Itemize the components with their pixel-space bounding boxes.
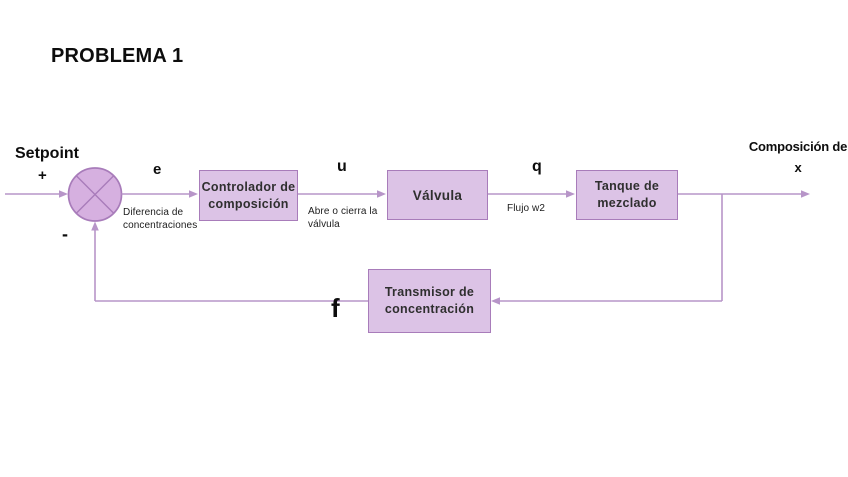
signal-f-label: f bbox=[331, 293, 340, 323]
annotation-u-line2: válvula bbox=[308, 218, 340, 230]
minus-sign: - bbox=[62, 224, 68, 244]
summing-junction-x2 bbox=[75, 175, 115, 214]
output-label-line1: Composición de bbox=[748, 139, 848, 154]
block-tanque-line2: mezclado bbox=[597, 196, 657, 210]
annotation-u-line1: Abre o cierra la bbox=[308, 206, 378, 217]
page-title: PROBLEMA 1 bbox=[51, 45, 184, 67]
block-valvula: Válvula bbox=[387, 170, 488, 220]
annotation-u-signal: Abre o cierra la válvula bbox=[308, 206, 377, 231]
arrowhead-error-signal bbox=[189, 190, 198, 198]
signal-u-label: u bbox=[337, 158, 347, 175]
block-tanque: Tanque de mezclado bbox=[576, 170, 678, 220]
arrowhead-u-signal bbox=[377, 190, 386, 198]
block-transmisor: Transmisor de concentración bbox=[368, 269, 491, 333]
block-controlador-line2: composición bbox=[208, 196, 289, 211]
arrowhead-setpoint bbox=[59, 190, 68, 198]
annotation-error-line2: concentraciones bbox=[123, 219, 198, 231]
plus-sign: + bbox=[38, 167, 47, 184]
block-controlador-line1: Controlador de bbox=[201, 179, 296, 194]
block-transmisor-line2: concentración bbox=[384, 302, 475, 316]
block-tanque-line1: Tanque de bbox=[594, 179, 660, 193]
block-transmisor-line1: Transmisor de bbox=[384, 285, 475, 299]
arrowhead-q-signal bbox=[566, 190, 575, 198]
signal-e-label: e bbox=[153, 161, 162, 178]
arrowhead-feedback-transmisor bbox=[491, 297, 500, 305]
annotation-error-signal: Diferencia de concentraciones bbox=[123, 207, 197, 232]
block-valvula-line1: Válvula bbox=[412, 187, 463, 203]
arrowhead-output bbox=[801, 190, 810, 198]
output-label-line2: x bbox=[794, 159, 802, 175]
setpoint-label: Setpoint bbox=[15, 145, 79, 162]
block-controlador: Controlador de composición bbox=[199, 170, 298, 221]
arrowhead-feedback-junction bbox=[91, 221, 99, 231]
annotation-q-signal: Flujo w2 bbox=[507, 203, 546, 214]
annotation-error-line1: Diferencia de bbox=[123, 207, 184, 218]
signal-q-label: q bbox=[532, 158, 542, 175]
output-label: Composición de x bbox=[748, 137, 848, 179]
